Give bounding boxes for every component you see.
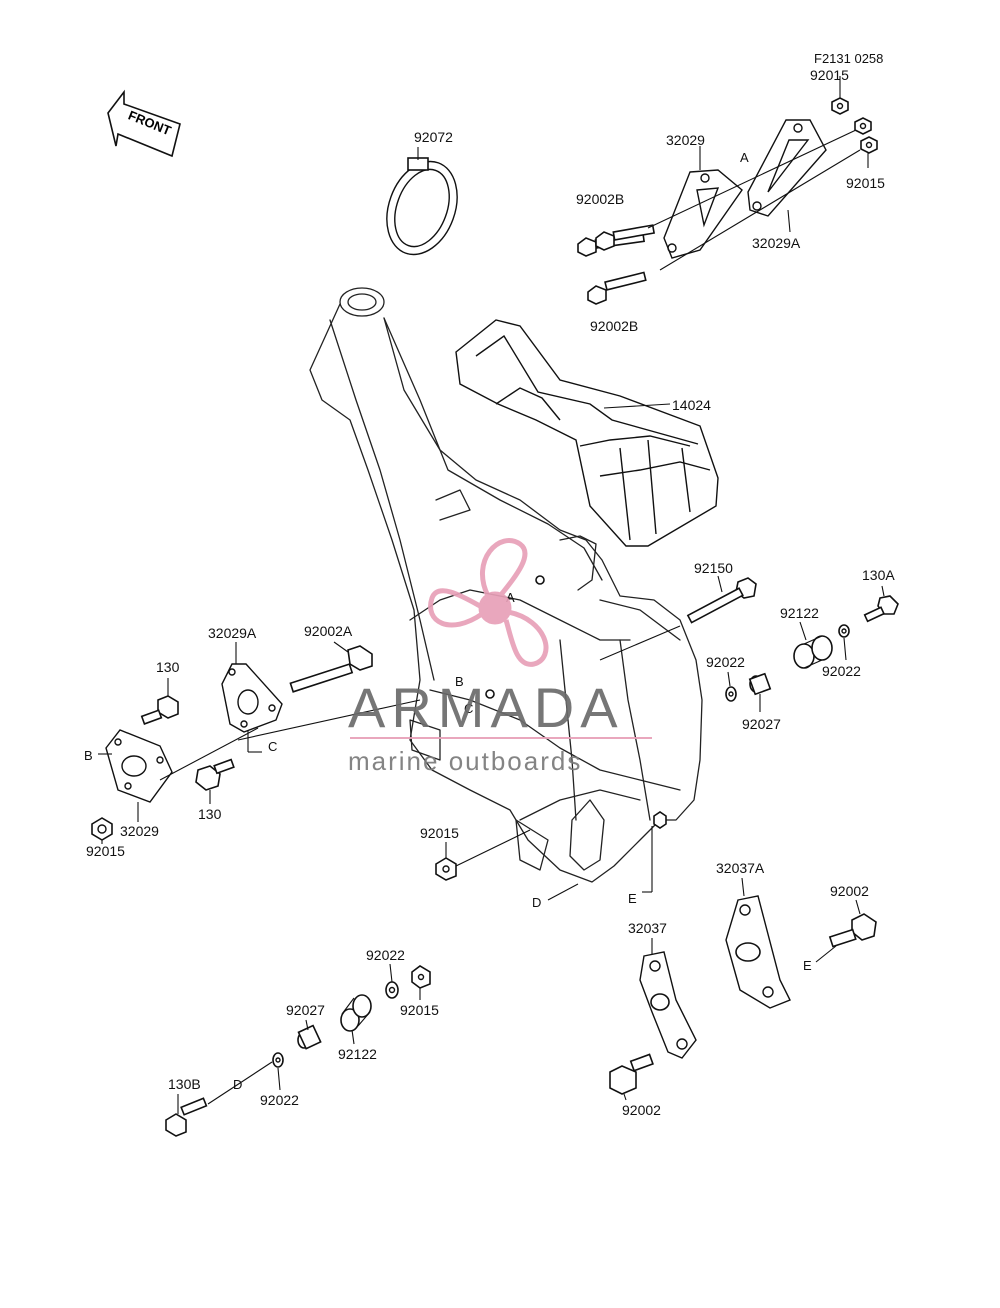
collar-92022-mid (725, 686, 737, 702)
bolt-130-bottom (195, 758, 235, 791)
ref-A-top: A (740, 150, 749, 165)
nut-92015-lower (411, 965, 431, 989)
armada-watermark: ARMADA marine outboards (348, 538, 652, 776)
label-92122-lower: 92122 (338, 1046, 377, 1062)
label-92015-lower: 92015 (400, 1002, 439, 1018)
plate-32029-left (105, 729, 173, 803)
label-92150: 92150 (694, 560, 733, 576)
front-arrow-icon: FRONT (107, 89, 181, 158)
bracket-32029A-top (747, 119, 827, 217)
label-32029A-top: 32029A (752, 235, 801, 251)
ref-B-left: B (84, 748, 93, 763)
label-130-bottom: 130 (198, 806, 222, 822)
ref-E-right: E (803, 958, 812, 973)
label-92015-top: 92015 (810, 67, 849, 83)
nut-92015-right-2 (860, 136, 878, 154)
nut-92015-right-1 (854, 117, 872, 135)
watermark-brand: ARMADA (348, 676, 624, 739)
label-92022-right: 92022 (822, 663, 861, 679)
plate-32037 (639, 951, 697, 1059)
nut-92015-left (91, 817, 113, 841)
motorcycle-frame (309, 287, 703, 883)
sleeve-92027-lower (297, 1024, 322, 1050)
collar-92022-right (838, 624, 850, 638)
sleeve-92027-right (748, 672, 772, 696)
label-32029-left: 32029 (120, 823, 159, 839)
label-92015-right: 92015 (846, 175, 885, 191)
label-92002A: 92002A (304, 623, 353, 639)
clamp-92072 (386, 147, 458, 256)
bracket-32029-top (663, 169, 743, 259)
ref-C-frame: C (464, 701, 473, 716)
bushing-92122-lower (340, 994, 372, 1032)
propeller-logo-icon (428, 538, 549, 667)
label-92027-lower: 92027 (286, 1002, 325, 1018)
bolt-92002-bottom (609, 1053, 654, 1095)
bolt-130B (165, 1097, 208, 1137)
label-92002-right: 92002 (830, 883, 869, 899)
bolt-92002B-mid (595, 224, 656, 251)
bolt-92002B-b (587, 271, 647, 305)
label-92002-bottom: 92002 (622, 1102, 661, 1118)
label-92022-mid: 92022 (706, 654, 745, 670)
bolt-130-top (140, 695, 179, 725)
diagram-code: F2131 0258 (814, 51, 883, 66)
label-92022-bottom: 92022 (260, 1092, 299, 1108)
ref-D-lower: D (233, 1077, 242, 1092)
label-14024: 14024 (672, 397, 711, 413)
label-92072: 92072 (414, 129, 453, 145)
label-92122-right: 92122 (780, 605, 819, 621)
collar-92022-lower (385, 981, 399, 999)
ref-A-frame: A (506, 590, 515, 605)
label-92002B-b: 92002B (590, 318, 638, 334)
label-32037A: 32037A (716, 860, 765, 876)
collar-92022-bottom (272, 1052, 284, 1068)
label-32029-top: 32029 (666, 132, 705, 148)
guard-14024 (455, 319, 719, 547)
nut-92015-top (831, 97, 849, 115)
label-32029A-left: 32029A (208, 625, 257, 641)
label-130-top: 130 (156, 659, 180, 675)
label-92002B-a: 92002B (576, 191, 624, 207)
label-92022-lower: 92022 (366, 947, 405, 963)
bolt-92002-right (828, 913, 877, 948)
bolt-92150 (686, 577, 757, 624)
label-130A: 130A (862, 567, 895, 583)
plate-32029A-left (221, 663, 283, 733)
watermark-tagline: marine outboards (348, 746, 582, 776)
label-130B: 130B (168, 1076, 201, 1092)
label-92015-left: 92015 (86, 843, 125, 859)
label-92027-right: 92027 (742, 716, 781, 732)
label-92015-mid: 92015 (420, 825, 459, 841)
ref-B-frame: B (455, 674, 464, 689)
label-32037: 32037 (628, 920, 667, 936)
ref-D-frame: D (532, 895, 541, 910)
plate-32037A (725, 895, 791, 1009)
bolt-92002A (289, 645, 373, 693)
ref-E-frame: E (628, 891, 637, 906)
bushing-92122-right (793, 635, 833, 669)
nut-92015-mid (435, 857, 457, 881)
bolt-130A (863, 595, 899, 623)
ref-C-left: C (268, 739, 277, 754)
